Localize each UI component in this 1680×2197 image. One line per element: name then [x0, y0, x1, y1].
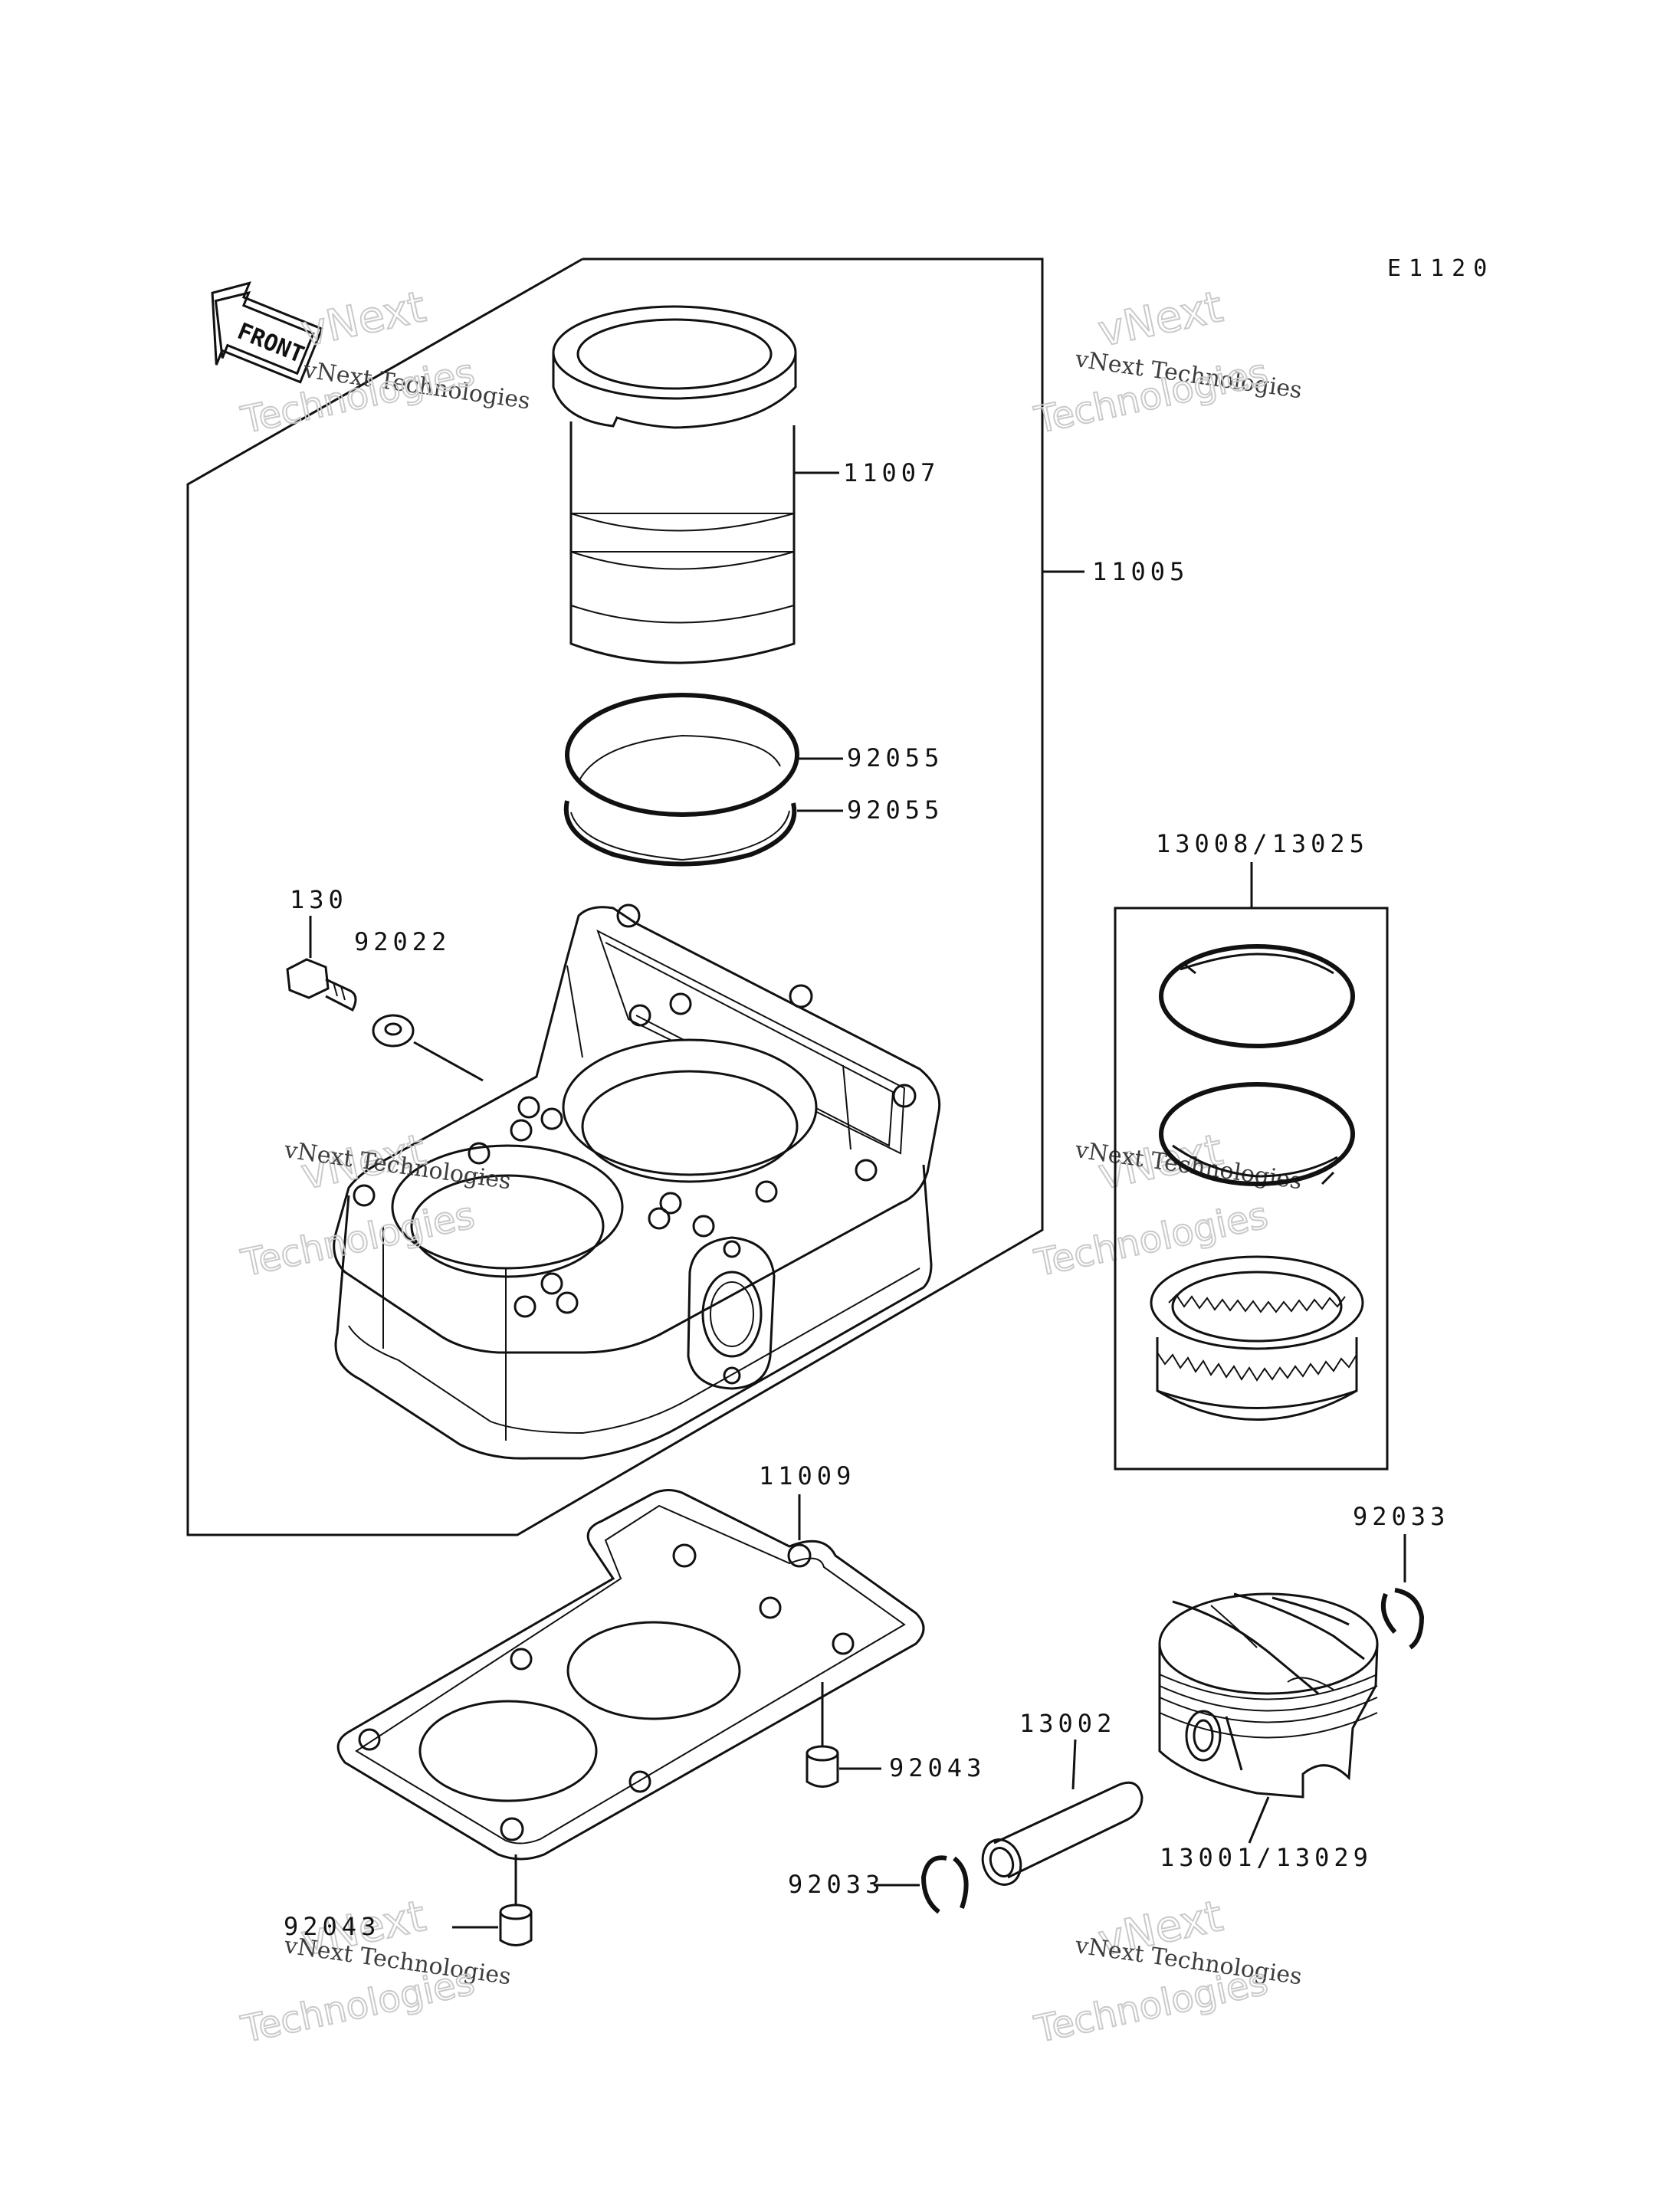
o-ring-upper: [565, 693, 799, 817]
piston-pin: [981, 1781, 1144, 1886]
svg-text:vNext: vNext: [1094, 282, 1227, 357]
svg-text:vNext: vNext: [297, 282, 430, 357]
label-13002: 13002: [1019, 1709, 1116, 1738]
label-92055-lower: 92055: [847, 795, 943, 825]
label-13001-13029: 13001/13029: [1160, 1843, 1373, 1872]
svg-text:Technologies: Technologies: [238, 1960, 478, 2051]
circlip-left: [920, 1855, 969, 1914]
oil-ring: [1150, 1255, 1364, 1421]
watermark-bottom-right: vNext vNext Technologies Technologies: [1030, 1890, 1304, 2052]
label-11009: 11009: [759, 1461, 855, 1490]
base-gasket: [336, 1489, 925, 1861]
cylinder-liner: [552, 305, 797, 664]
piston: [1158, 1592, 1379, 1799]
compression-ring-second: [1159, 1082, 1355, 1186]
o-ring-lower: [563, 800, 797, 867]
assembly-outline: [186, 257, 1044, 1536]
piston-ring-set-box: [1114, 907, 1389, 1471]
label-92022: 92022: [354, 927, 451, 956]
reference-code: E1120: [1387, 255, 1495, 282]
dowel-pin-lower: [499, 1904, 533, 1946]
label-92033-right: 92033: [1353, 1502, 1449, 1531]
circlip-right: [1381, 1588, 1425, 1650]
dowel-pin-upper: [806, 1745, 839, 1788]
label-92043-upper: 92043: [889, 1753, 986, 1782]
label-130: 130: [290, 885, 348, 914]
svg-text:Technologies: Technologies: [238, 1194, 478, 1285]
svg-text:Technologies: Technologies: [1031, 1960, 1271, 2051]
label-92055-upper: 92055: [847, 743, 943, 772]
watermark-top-right: vNext vNext Technologies Technologies: [1030, 281, 1304, 443]
label-13008-13025: 13008/13025: [1156, 829, 1369, 858]
washer: [372, 1014, 415, 1048]
label-11007: 11007: [843, 458, 940, 487]
bolt: [286, 958, 357, 1012]
front-label: FRONT: [234, 318, 308, 369]
label-92043-lower: 92043: [284, 1912, 380, 1941]
cylinder-block: [333, 903, 941, 1460]
svg-text:Technologies: Technologies: [1031, 1194, 1271, 1285]
label-92033-left: 92033: [788, 1870, 884, 1899]
label-11005: 11005: [1092, 557, 1189, 586]
compression-ring-top: [1159, 944, 1355, 1048]
